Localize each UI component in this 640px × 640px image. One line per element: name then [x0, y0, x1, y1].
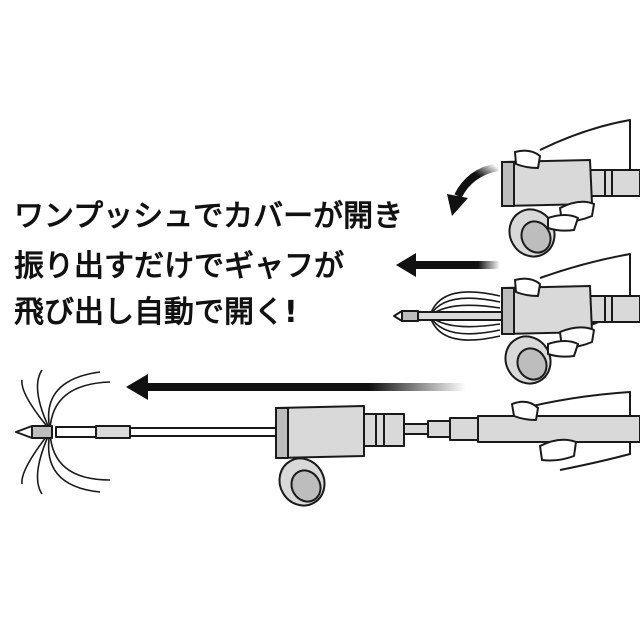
gaff-closed: [501, 119, 640, 258]
arrow-left-icon: [396, 253, 500, 277]
caption-line-2: 振り出すだけでギャフが: [14, 249, 344, 284]
gaff-open: [15, 369, 640, 507]
curved-arrow-icon: [447, 163, 499, 216]
caption-line-3: 飛び出し自動で開く!: [14, 295, 298, 330]
caption-line-1: ワンプッシュでカバーが開き: [14, 199, 404, 234]
gaff-opening: [393, 253, 640, 385]
arrow-left-icon: [126, 374, 466, 400]
